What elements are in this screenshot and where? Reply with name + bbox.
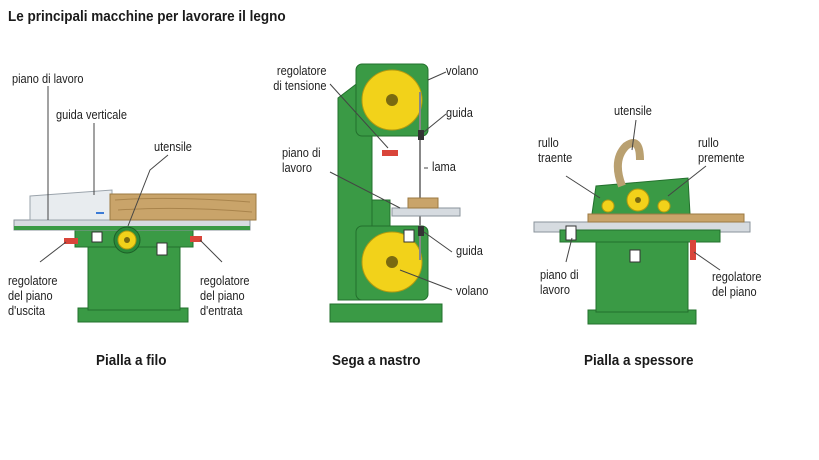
caption-pialla-a-filo: Pialla a filo — [96, 352, 167, 369]
label-regolatore-uscita: regolatore del piano d'uscita — [8, 274, 58, 318]
pialla-a-filo-illustration — [13, 86, 257, 323]
label-regolatore-del-piano: regolatore del piano — [712, 270, 762, 299]
label-volano-top: volano — [446, 64, 479, 78]
label-guida-bottom: guida — [456, 244, 483, 258]
label-piano-di-lavoro: piano di lavoro — [12, 72, 84, 86]
sega-a-nastro-illustration — [329, 63, 461, 323]
caption-pialla-a-spessore: Pialla a spessore — [584, 352, 694, 369]
label-piano-di-lavoro-spessore: piano di lavoro — [540, 268, 579, 297]
label-utensile-spessore: utensile — [614, 104, 652, 118]
label-volano-bottom: volano — [456, 284, 489, 298]
label-rullo-traente: rullo traente — [538, 136, 573, 165]
label-utensile: utensile — [154, 140, 192, 154]
label-guida-top: guida — [446, 106, 473, 120]
page-title: Le principali macchine per lavorare il l… — [8, 8, 286, 25]
label-regolatore-di-tensione: regolatore di tensione — [272, 64, 326, 93]
label-lama: lama — [432, 160, 456, 174]
label-rullo-premente: rullo premente — [698, 136, 745, 165]
caption-sega-a-nastro: Sega a nastro — [332, 352, 421, 369]
pialla-a-spessore-illustration — [533, 119, 751, 325]
label-piano-di-lavoro-sega: piano di lavoro — [282, 146, 321, 175]
label-guida-verticale: guida verticale — [56, 108, 127, 122]
label-regolatore-entrata: regolatore del piano d'entrata — [200, 274, 250, 318]
